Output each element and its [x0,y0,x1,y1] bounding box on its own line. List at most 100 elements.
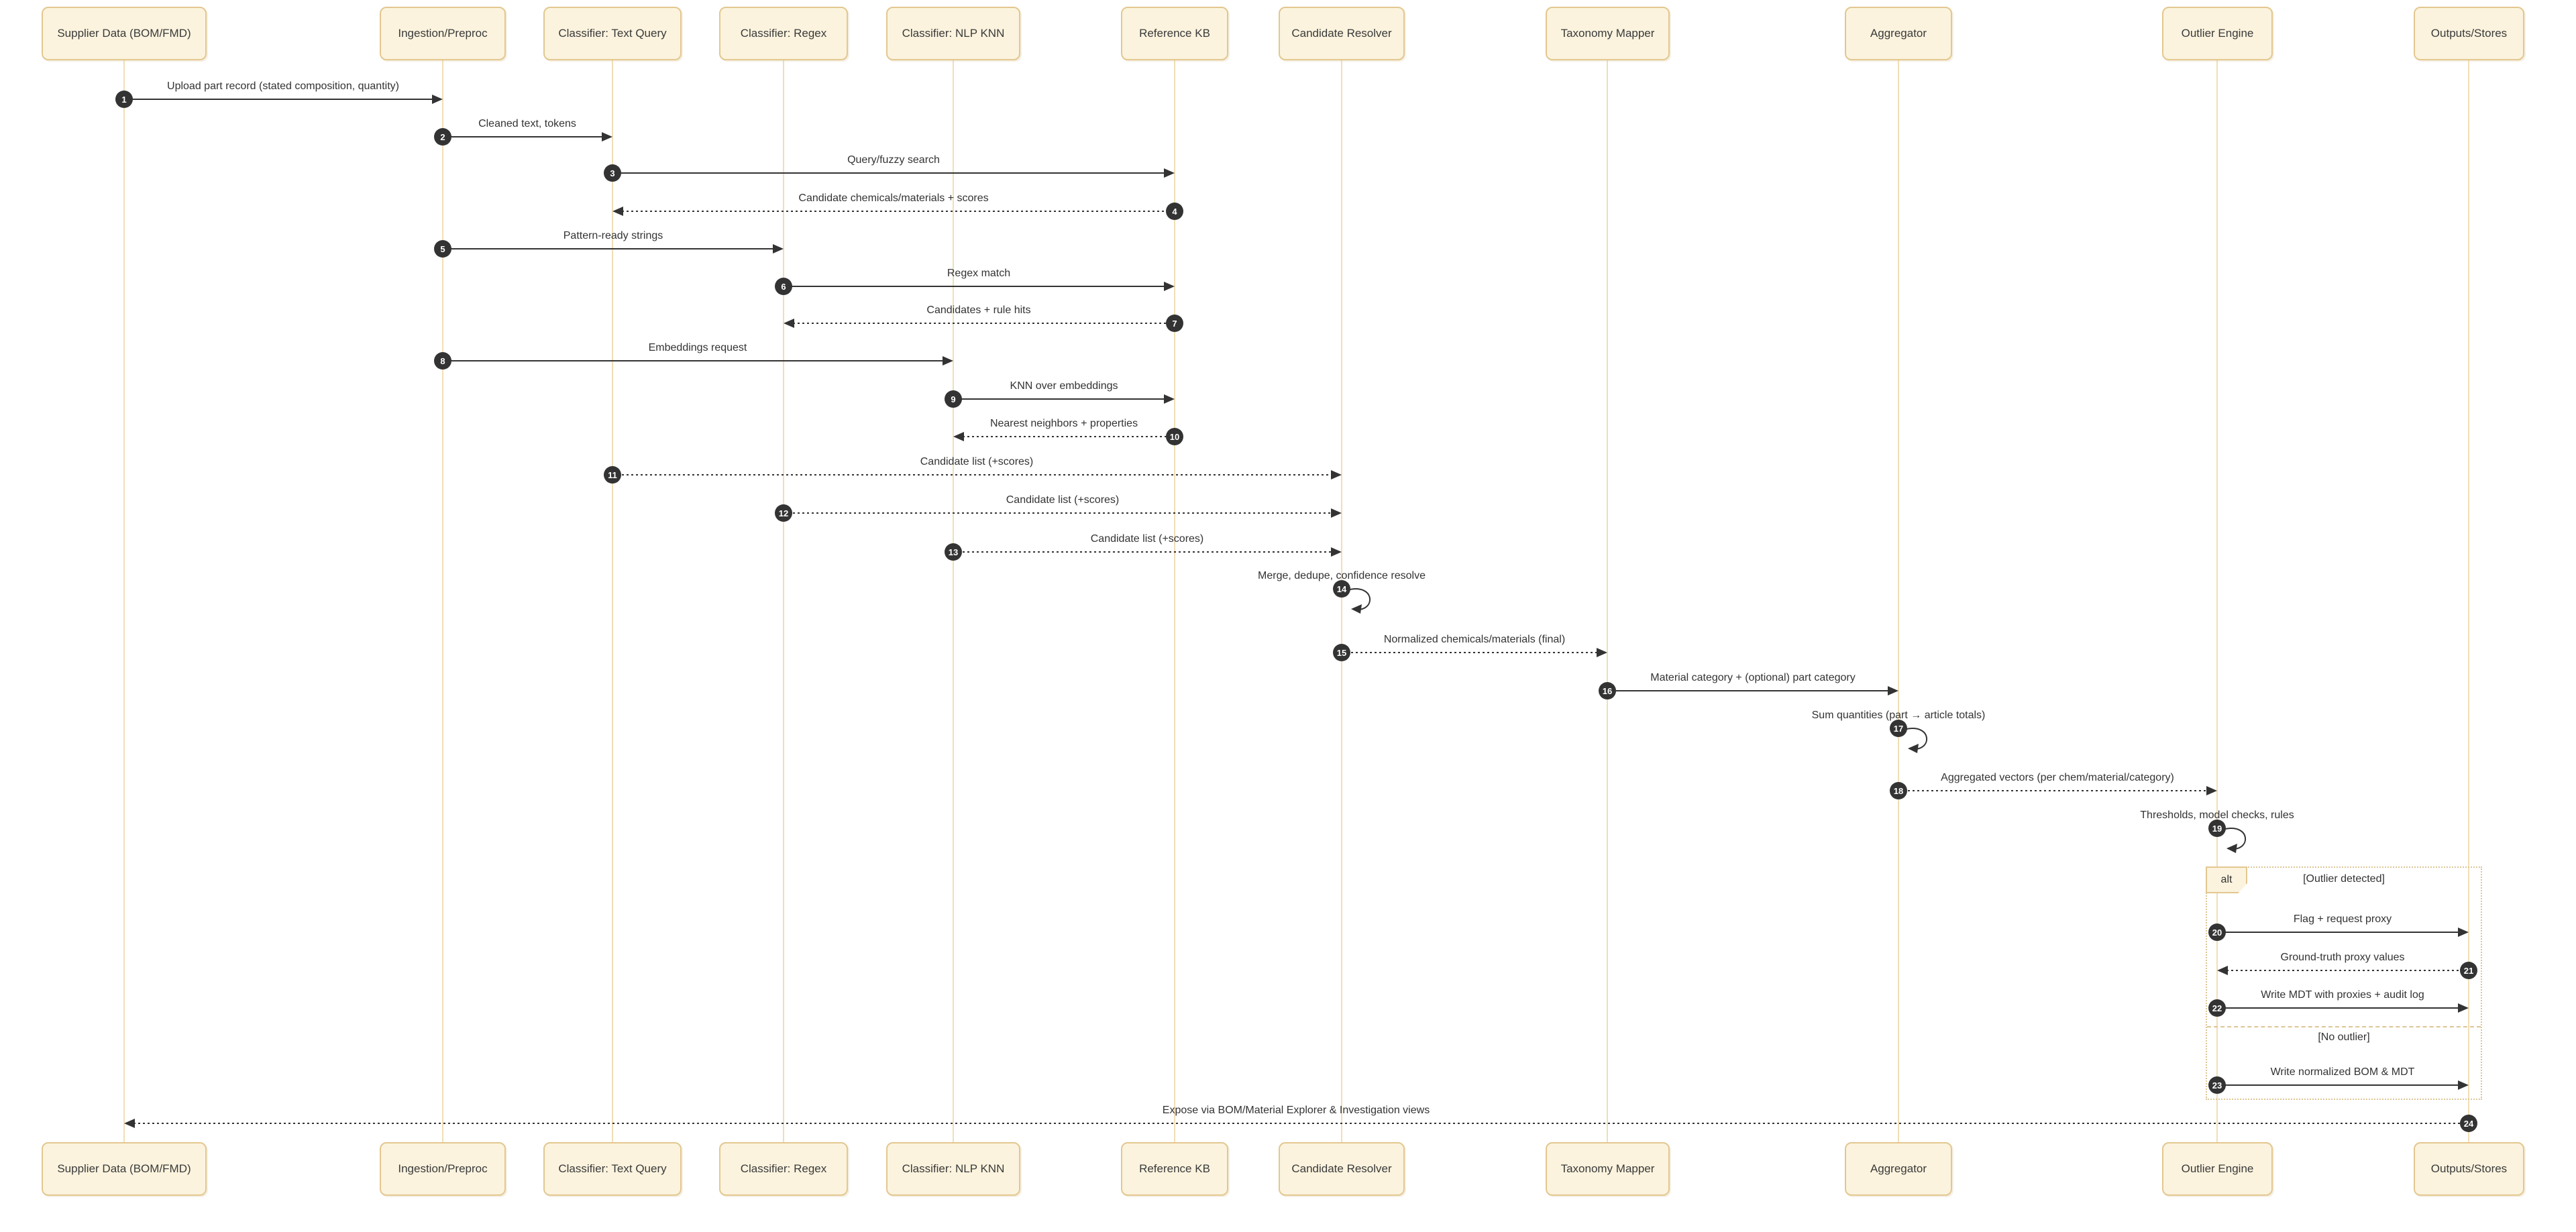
sequence-number: 19 [2208,820,2226,837]
message-arrow [124,99,433,100]
lifeline-outputs-stores [2468,60,2469,1142]
message-label: Write normalized BOM & MDT [2270,1066,2415,1078]
arrowhead-icon [1164,282,1175,291]
arrowhead-icon [2206,786,2217,795]
actor-outlier-engine-top: Outlier Engine [2162,7,2273,60]
lifeline-supplier-data [123,60,125,1142]
lifeline-taxonomy-mapper [1607,60,1608,1142]
message-arrow [1898,790,2208,791]
message-arrow [963,436,1175,437]
actor-supplier-data-bottom: Supplier Data (BOM/FMD) [42,1142,207,1196]
message-label: Normalized chemicals/materials (final) [1383,634,1566,645]
sequence-number: 2 [434,128,451,146]
actor-label: Taxonomy Mapper [1560,27,1655,40]
lifeline-reference-kb [1174,60,1175,1142]
message-label: Nearest neighbors + properties [989,418,1138,429]
message-arrow [612,172,1165,174]
actor-label: Candidate Resolver [1291,27,1392,40]
sequence-number: 11 [604,466,621,484]
message-label: Pattern-ready strings [563,230,663,241]
message-arrow [2226,970,2469,971]
actor-classifier-text-query-bottom: Classifier: Text Query [543,1142,682,1196]
arrowhead-icon [1331,547,1342,557]
sequence-number: 14 [1333,580,1350,598]
sequence-number: 21 [2460,962,2477,979]
sequence-number: 18 [1890,782,1907,799]
sequence-number: 4 [1166,203,1183,220]
message-arrow [953,551,1332,553]
lifeline-candidate-resolver [1341,60,1342,1142]
actor-label: Classifier: Regex [740,1162,827,1175]
sequence-number: 16 [1599,682,1616,699]
sequence-number: 7 [1166,315,1183,332]
arrowhead-icon [773,244,784,254]
message-label: Ground-truth proxy values [2280,952,2405,963]
actor-reference-kb-bottom: Reference KB [1121,1142,1228,1196]
sequence-number: 20 [2208,923,2226,941]
actor-label: Aggregator [1870,1162,1927,1175]
actor-candidate-resolver-top: Candidate Resolver [1279,7,1405,60]
sequence-number: 17 [1890,720,1907,737]
actor-label: Outlier Engine [2181,27,2254,40]
actor-label: Reference KB [1139,27,1210,40]
message-arrow [443,136,603,137]
actor-outlier-engine-bottom: Outlier Engine [2162,1142,2273,1196]
arrowhead-icon [1164,394,1175,404]
arrowhead-icon [612,207,623,216]
message-label: Cleaned text, tokens [478,118,576,129]
actor-aggregator-bottom: Aggregator [1845,1142,1952,1196]
lifeline-ingestion-preproc [442,60,443,1142]
sequence-number: 3 [604,164,621,182]
actor-label: Outputs/Stores [2430,1162,2508,1175]
actor-label: Classifier: NLP KNN [902,27,1005,40]
actor-outputs-stores-top: Outputs/Stores [2414,7,2524,60]
actor-ingestion-preproc-top: Ingestion/Preproc [380,7,506,60]
actor-taxonomy-mapper-bottom: Taxonomy Mapper [1546,1142,1670,1196]
message-label: Candidates + rule hits [926,304,1031,316]
alt-frame: alt [Outlier detected] [No outlier] [2206,866,2482,1100]
actor-aggregator-top: Aggregator [1845,7,1952,60]
alt-divider [2207,1026,2481,1027]
sequence-number: 8 [434,352,451,370]
message-arrow [953,398,1165,400]
arrowhead-icon [1888,686,1898,695]
actor-label: Taxonomy Mapper [1560,1162,1655,1175]
message-arrow [443,248,774,249]
message-arrow [1607,690,1889,691]
message-label: Upload part record (stated composition, … [167,80,399,92]
message-label: Candidate list (+scores) [920,456,1034,467]
actor-outputs-stores-bottom: Outputs/Stores [2414,1142,2524,1196]
message-label: KNN over embeddings [1010,380,1118,392]
arrowhead-icon [124,1119,135,1128]
actor-supplier-data-top: Supplier Data (BOM/FMD) [42,7,207,60]
arrowhead-icon [2458,928,2469,937]
message-arrow [2217,1007,2459,1009]
actor-taxonomy-mapper-top: Taxonomy Mapper [1546,7,1670,60]
actor-reference-kb-top: Reference KB [1121,7,1228,60]
sequence-number: 6 [775,278,792,295]
sequence-number: 12 [775,504,792,522]
self-loop-arrow [2222,828,2246,853]
actor-label: Supplier Data (BOM/FMD) [57,1162,191,1175]
message-label: Material category + (optional) part cate… [1650,672,1856,683]
sequence-number: 9 [945,390,962,408]
actor-label: Ingestion/Preproc [398,1162,488,1175]
message-arrow [443,360,944,361]
self-loop-arrow [1903,728,1927,753]
actor-label: Reference KB [1139,1162,1210,1175]
arrowhead-icon [2458,1080,2469,1090]
arrowhead-icon [943,356,953,366]
message-arrow [612,474,1332,475]
actor-label: Outputs/Stores [2430,27,2508,40]
arrowhead-icon [602,132,612,142]
actor-label: Ingestion/Preproc [398,27,488,40]
message-label: Candidate list (+scores) [1006,494,1120,506]
message-arrow [793,323,1175,324]
message-arrow [133,1123,2469,1124]
actor-classifier-nlp-knn-bottom: Classifier: NLP KNN [886,1142,1020,1196]
actor-label: Classifier: Text Query [558,27,667,40]
message-label: Sum quantities (part → article totals) [1811,710,1986,721]
message-arrow [2217,932,2459,933]
alt-condition-outlier-detected: [Outlier detected] [2303,873,2385,885]
